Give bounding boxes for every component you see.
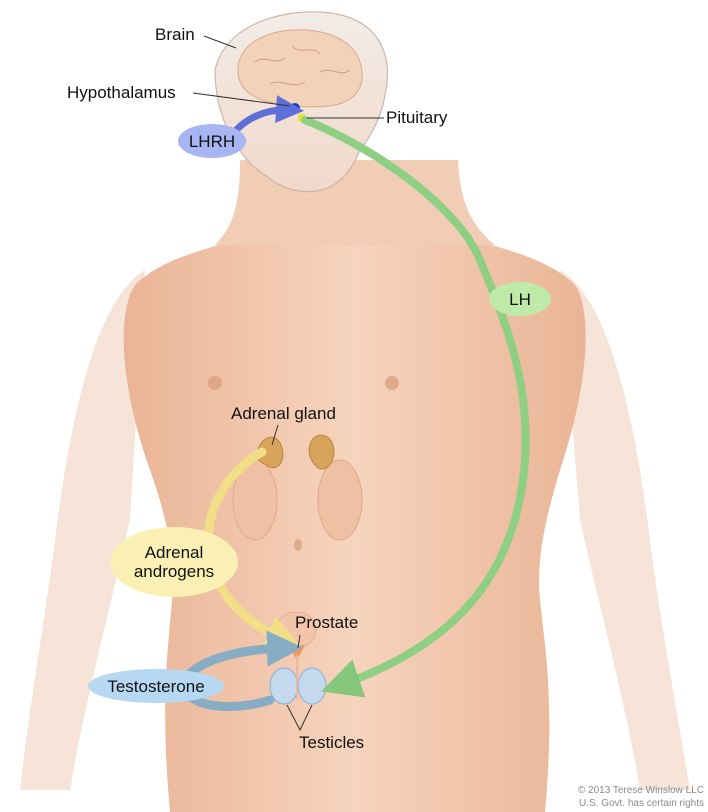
testosterone-badge: Testosterone (88, 669, 224, 703)
right-kidney (318, 460, 362, 540)
lh-text: LH (509, 290, 531, 309)
adrenal-androgens-line1: Adrenal (145, 543, 204, 562)
right-testicle (298, 668, 326, 704)
testosterone-text: Testosterone (107, 677, 204, 696)
left-nipple (208, 376, 222, 390)
brain-illustration (238, 30, 362, 107)
testicles-label: Testicles (299, 733, 364, 753)
copyright-line1: © 2013 Terese Winslow LLC (578, 785, 704, 796)
copyright-line2: U.S. Govt. has certain rights (579, 798, 704, 809)
neck (215, 160, 495, 245)
lhrh-badge: LHRH (178, 124, 246, 158)
brain-label: Brain (155, 25, 195, 45)
adrenal-androgens-line2: androgens (134, 562, 214, 581)
prostate-label: Prostate (295, 613, 358, 633)
adrenal-androgens-badge: Adrenal androgens (110, 527, 238, 597)
right-nipple (385, 376, 399, 390)
lh-badge: LH (489, 282, 551, 316)
hypothalamus-dot (290, 103, 300, 113)
pituitary-label: Pituitary (386, 108, 447, 128)
lhrh-text: LHRH (189, 132, 235, 151)
hypothalamus-label: Hypothalamus (67, 83, 176, 103)
adrenal-gland-label: Adrenal gland (231, 404, 336, 424)
navel (294, 539, 302, 551)
